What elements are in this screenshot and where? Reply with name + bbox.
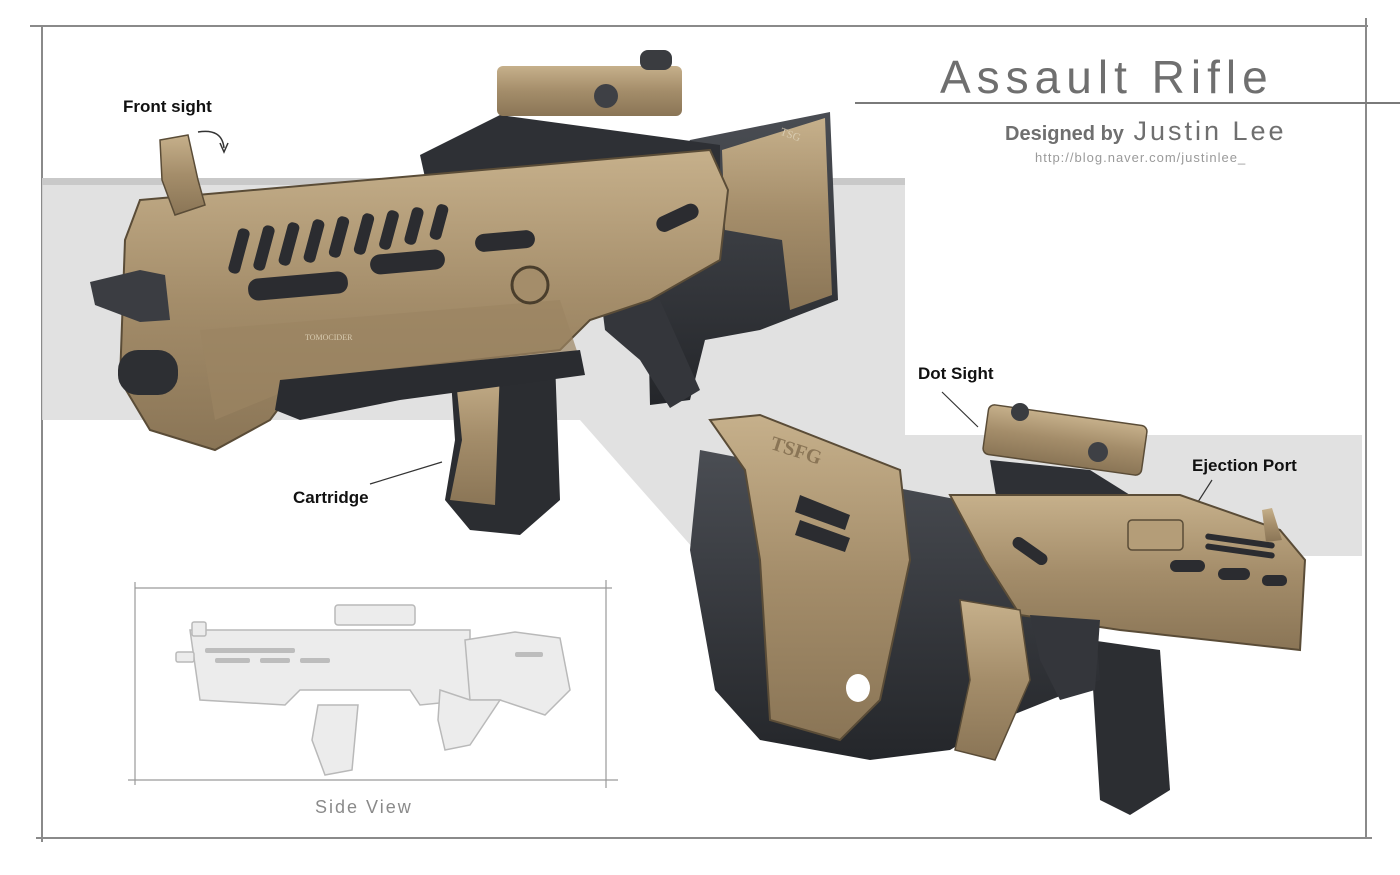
rifle-main-illustration: TOMOCIDER TSG <box>90 50 838 535</box>
sheet-border <box>30 18 1372 842</box>
side-view-inset <box>128 580 618 788</box>
designer-name: Justin Lee <box>1133 116 1287 146</box>
designer-credit: Designed by Justin Lee <box>1005 116 1287 147</box>
rifle-side-view-sketch <box>175 604 571 776</box>
cartridge-leader <box>369 461 443 485</box>
callout-ejection-port: Ejection Port <box>1192 456 1297 475</box>
callout-front-sight: Front sight <box>123 97 212 116</box>
side-view-label: Side View <box>315 797 413 817</box>
rifle-rear-illustration: TSFG <box>690 403 1307 815</box>
sheet-title: Assault Rifle <box>940 51 1274 103</box>
designed-by-prefix: Designed by <box>1005 123 1124 145</box>
model-mark: TOMOCIDER <box>305 333 353 342</box>
dot-sight-leader <box>941 391 979 428</box>
callout-cartridge: Cartridge <box>293 488 369 507</box>
designer-url: http://blog.naver.com/justinlee_ <box>1035 150 1247 165</box>
curved-arrow-icon <box>197 130 225 149</box>
callout-dot-sight: Dot Sight <box>918 364 994 383</box>
